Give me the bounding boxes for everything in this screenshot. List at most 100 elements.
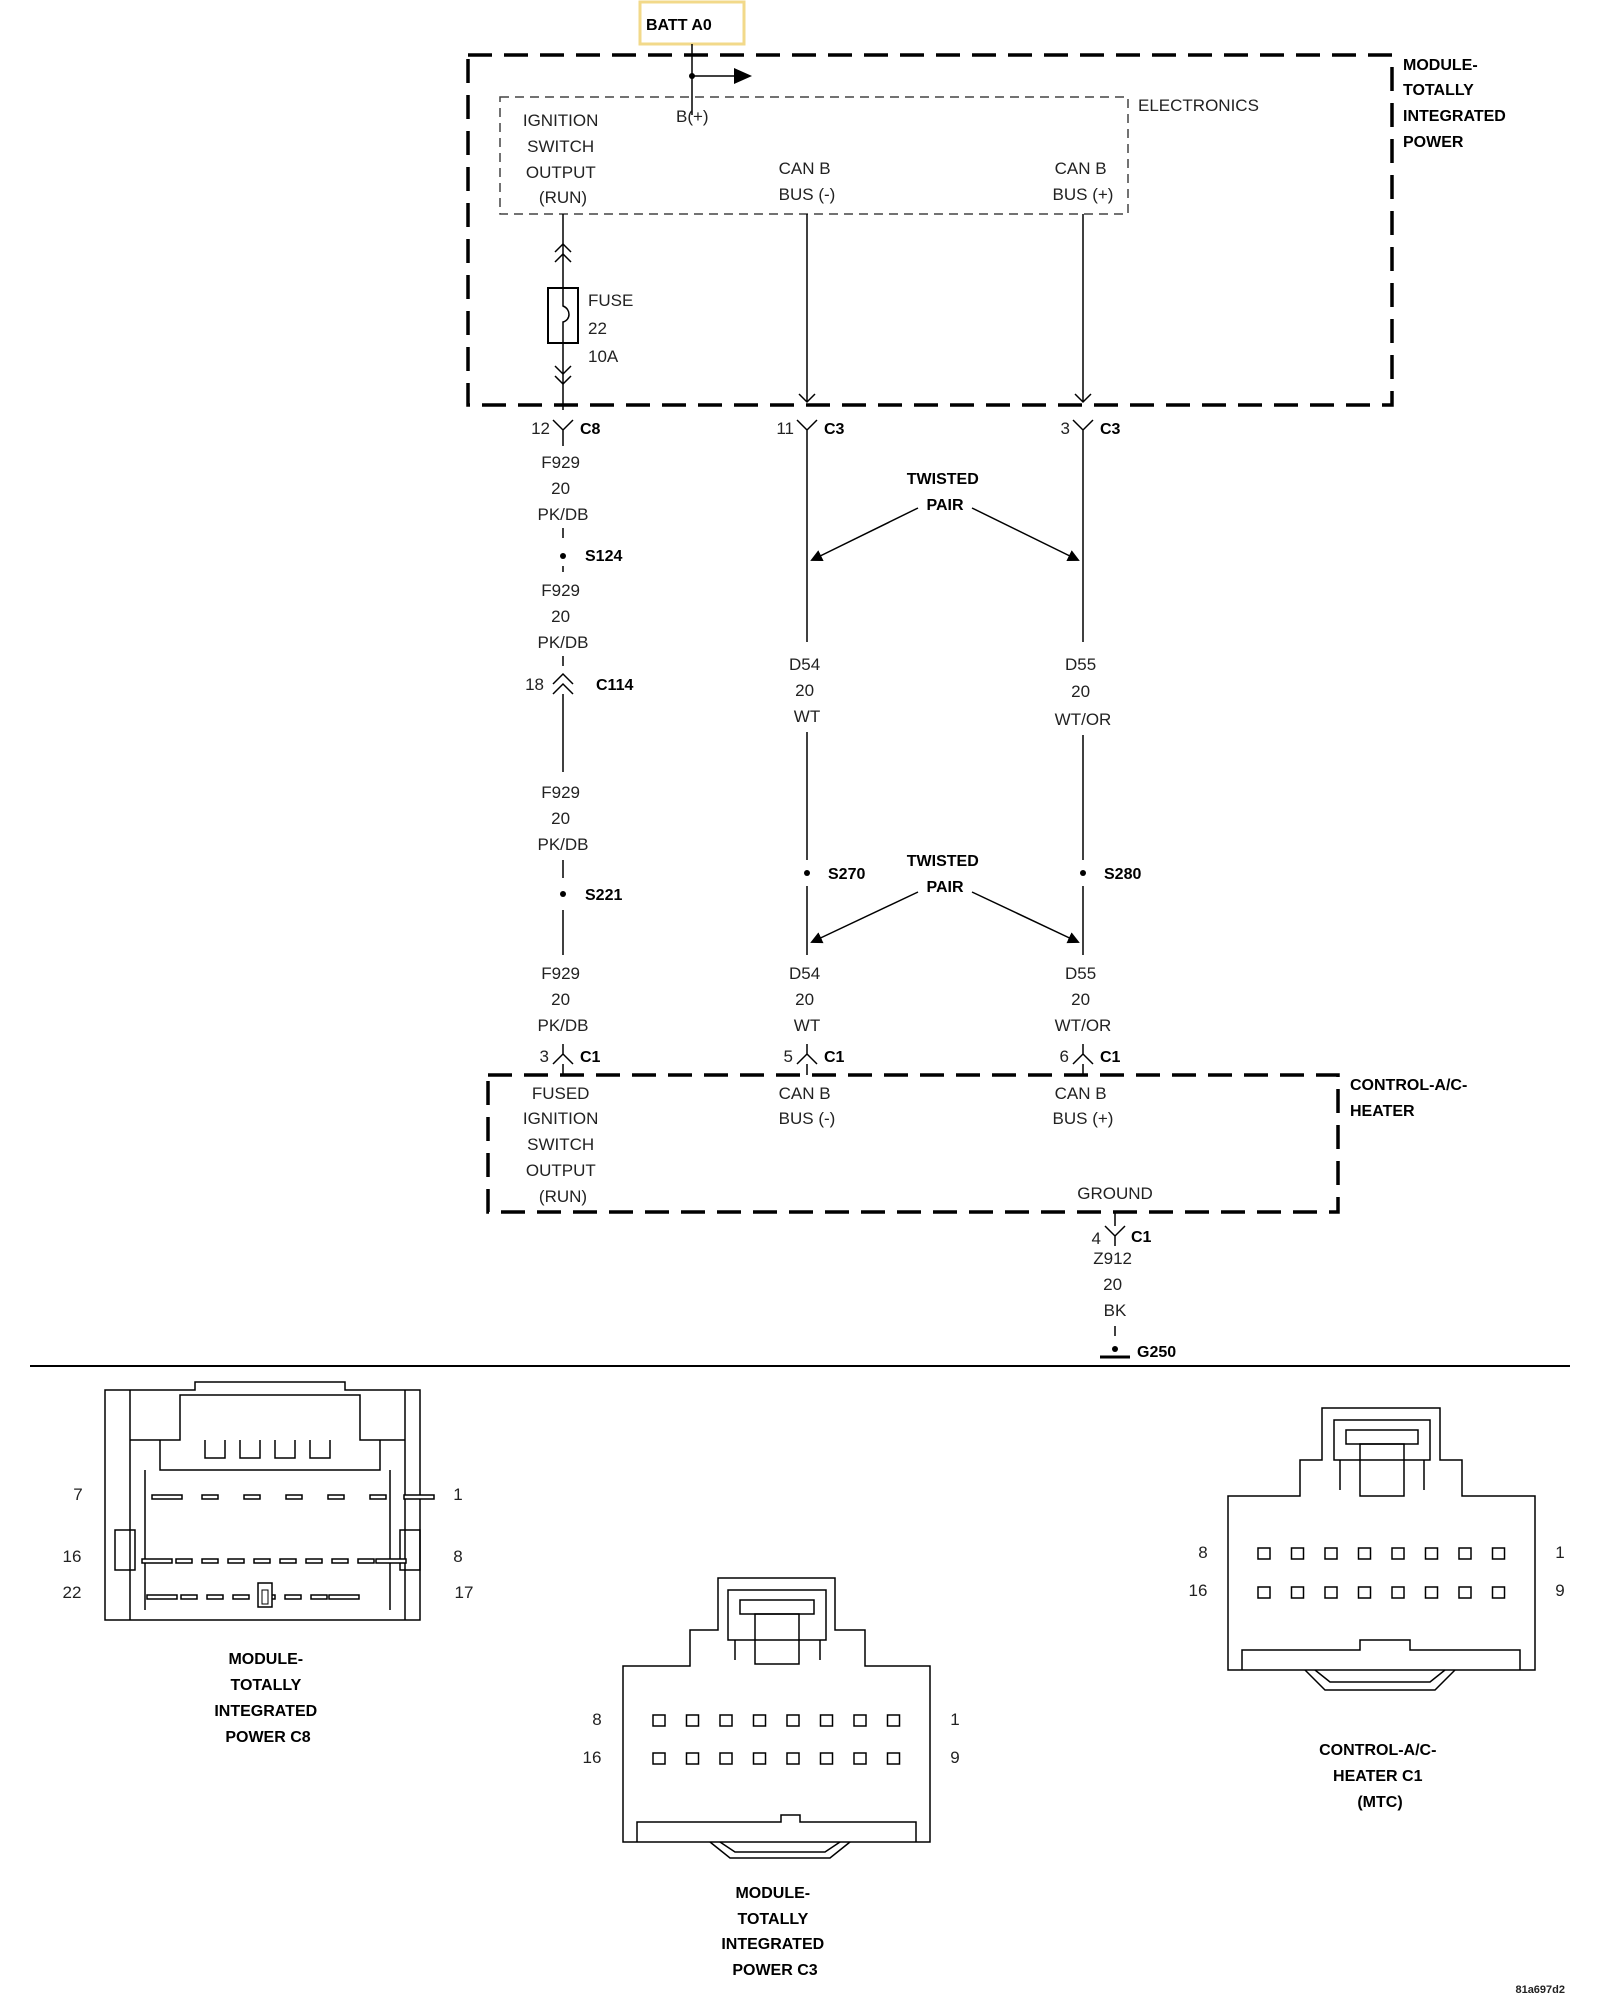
tip-c3-title: MODULE- TOTALLY INTEGRATED POWER C3 <box>721 1885 828 1979</box>
twisted-pair-lower: TWISTED PAIR <box>810 853 1080 944</box>
c8-pin <box>328 1594 360 1600</box>
svg-text:16: 16 <box>1189 1581 1208 1600</box>
c1a-pin: 3 <box>540 1047 549 1066</box>
c1-pin <box>1491 1547 1506 1560</box>
wire-f929: 12 C8 F929 20 PK/DB S124 F929 20 PK/DB 1… <box>525 419 633 1075</box>
c1-pin <box>1424 1547 1439 1560</box>
f929-label-4: F929 20 PK/DB <box>537 964 588 1035</box>
batt-label: BATT A0 <box>646 17 712 34</box>
c8-pin: 12 <box>531 419 550 438</box>
c1c-pin: 6 <box>1060 1047 1069 1066</box>
c1a-name: C1 <box>580 1049 601 1066</box>
c3-pin <box>685 1714 700 1727</box>
c1-pin <box>1458 1547 1472 1560</box>
c3-pin <box>853 1714 867 1727</box>
hvac-fused-output-label: FUSED IGNITION SWITCH OUTPUT (RUN) <box>523 1084 603 1206</box>
d54-label-2: D54 20 WT <box>789 964 825 1035</box>
c8-pin <box>180 1594 198 1600</box>
tip-c3-connector-view: 8 1 16 9 MODULE- TOTALLY INTEGRATED POWE… <box>583 1577 960 1979</box>
g250-dot <box>1112 1346 1118 1352</box>
svg-text:8: 8 <box>453 1547 462 1566</box>
c8-pin <box>253 1558 271 1564</box>
c3a-name: C3 <box>824 421 845 438</box>
d54-label-1: D54 20 WT <box>789 655 825 726</box>
c3-pin <box>786 1714 800 1727</box>
f929-label-1: F929 20 PK/DB <box>537 453 588 524</box>
c3-pin <box>886 1752 901 1765</box>
ign-output-label: IGNITION SWITCH OUTPUT (RUN) <box>523 111 603 207</box>
c8-pin <box>357 1558 375 1564</box>
svg-text:9: 9 <box>1555 1581 1564 1600</box>
c3-pin <box>719 1714 733 1727</box>
c1b-pin: 5 <box>784 1047 793 1066</box>
c8-pin <box>279 1558 297 1564</box>
g250-label: G250 <box>1137 1344 1176 1361</box>
electronics-label: ELECTRONICS <box>1138 96 1259 115</box>
f929-label-3: F929 20 PK/DB <box>537 783 588 854</box>
svg-text:1: 1 <box>453 1485 462 1504</box>
c1-pin <box>1424 1586 1439 1599</box>
c3-pin <box>752 1714 767 1727</box>
c8-pin <box>331 1558 349 1564</box>
c1-pin <box>1357 1547 1372 1560</box>
c3-pin <box>853 1752 867 1765</box>
c1-pin <box>1391 1586 1405 1599</box>
svg-text:16: 16 <box>583 1748 602 1767</box>
c8-pin <box>232 1594 250 1600</box>
wire-z912: 4 C1 Z912 20 BK G250 <box>1092 1212 1176 1361</box>
svg-text:TWISTED PAIR: TWISTED PAIR <box>907 471 983 514</box>
z912-label: Z912 20 BK <box>1093 1249 1136 1320</box>
c1-pin <box>1324 1547 1338 1560</box>
svg-text:TWISTED PAIR: TWISTED PAIR <box>907 853 983 896</box>
c1-pin <box>1290 1586 1305 1599</box>
c3-pin <box>685 1752 700 1765</box>
c1-pin <box>1458 1586 1472 1599</box>
c1-pin <box>1290 1547 1305 1560</box>
bplus-label: B(+) <box>676 107 709 126</box>
c3-pin <box>819 1714 834 1727</box>
batt-a0-feed: BATT A0 <box>638 0 752 115</box>
tip-can-plus-label: CAN B BUS (+) <box>1053 159 1114 204</box>
hvac-ground-label: GROUND <box>1077 1184 1153 1203</box>
c8-pin <box>206 1594 224 1600</box>
c8-pin <box>141 1558 173 1564</box>
c8-pin <box>151 1494 183 1500</box>
c8-pin <box>305 1558 323 1564</box>
c3-pin <box>652 1752 666 1765</box>
c8-pin <box>201 1558 219 1564</box>
svg-text:17: 17 <box>455 1583 474 1602</box>
s270-dot <box>804 870 810 876</box>
c8-pin <box>175 1558 193 1564</box>
c3b-name: C3 <box>1100 421 1121 438</box>
tip-c8-title: MODULE- TOTALLY INTEGRATED POWER C8 <box>214 1651 321 1746</box>
hvac-c1-connector-view: 8 1 16 9 CONTROL-A/C- HEATER C1 (MTC) <box>1189 1407 1565 1811</box>
c8-pin <box>310 1594 328 1600</box>
s280-label: S280 <box>1104 866 1141 883</box>
d55-label-2: D55 20 WT/OR <box>1055 964 1112 1035</box>
c114-pin: 18 <box>525 675 544 694</box>
c3-pin <box>652 1714 666 1727</box>
s124-dot <box>560 553 566 559</box>
tip-title: MODULE- TOTALLY INTEGRATED POWER <box>1403 57 1510 151</box>
c8-pin <box>227 1558 245 1564</box>
hvac-c1-title: CONTROL-A/C- HEATER C1 (MTC) <box>1319 1742 1441 1811</box>
twisted-pair-upper: TWISTED PAIR <box>810 471 1080 561</box>
s124-label: S124 <box>585 548 622 565</box>
s221-label: S221 <box>585 887 622 904</box>
c1-pin <box>1257 1586 1271 1599</box>
c1c-name: C1 <box>1100 1049 1121 1066</box>
c3b-pin: 3 <box>1061 419 1070 438</box>
wire-d54: 11 C3 D54 20 WT S270 D54 20 WT 5 C1 <box>776 214 865 1075</box>
c3-pin <box>886 1714 901 1727</box>
c3a-pin: 11 <box>776 419 794 438</box>
c3-pin <box>719 1752 733 1765</box>
tip-module: MODULE- TOTALLY INTEGRATED POWER ELECTRO… <box>466 53 1510 407</box>
c114-name: C114 <box>596 677 633 694</box>
c1-pin <box>1357 1586 1372 1599</box>
s280-dot <box>1080 870 1086 876</box>
c1-pin <box>1324 1586 1338 1599</box>
svg-text:9: 9 <box>950 1748 959 1767</box>
c8-name: C8 <box>580 421 601 438</box>
hvac-module: CONTROL-A/C- HEATER FUSED IGNITION SWITC… <box>486 1073 1467 1214</box>
hvac-can-minus-label: CAN B BUS (-) <box>779 1084 836 1128</box>
